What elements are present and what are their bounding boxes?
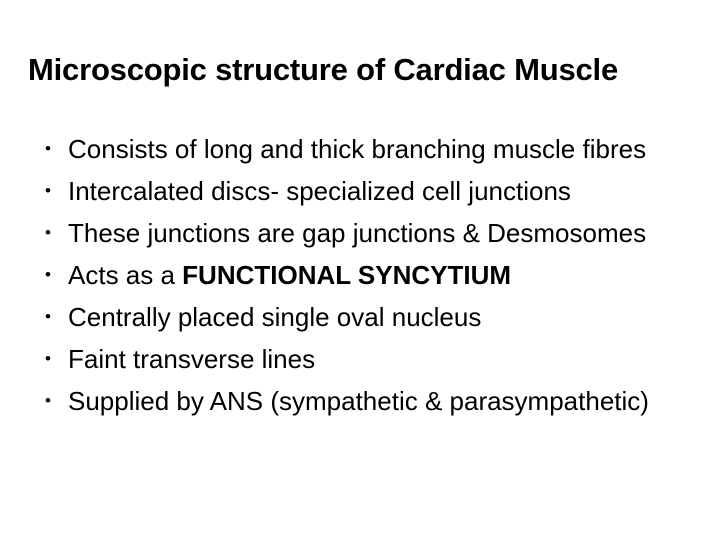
list-item-text: These junctions are gap junctions & Desm… [68,212,688,254]
list-item: • Centrally placed single oval nucleus [40,296,688,338]
list-item-text-regular: Consists of long and thick branching mus… [68,134,647,164]
list-item-text: Supplied by ANS (sympathetic & parasympa… [68,380,688,422]
list-item-text-regular: Intercalated discs- specialized cell jun… [68,176,571,206]
list-item: • Intercalated discs- specialized cell j… [40,170,688,212]
list-item-text: Acts as a FUNCTIONAL SYNCYTIUM [68,254,688,296]
bullet-point-icon: • [45,349,51,368]
list-item-text: Consists of long and thick branching mus… [68,128,688,170]
list-item-text-regular: Faint transverse lines [68,344,316,374]
bullet-point-icon: • [45,307,51,326]
bullet-list: • Consists of long and thick branching m… [40,128,688,422]
list-item: • Faint transverse lines [40,338,688,380]
list-item-text: Faint transverse lines [68,338,688,380]
list-item-text: Centrally placed single oval nucleus [68,296,688,338]
list-item-text: Intercalated discs- specialized cell jun… [68,170,688,212]
list-item-text-regular: Centrally placed single oval nucleus [68,302,482,332]
list-item: • Supplied by ANS (sympathetic & parasym… [40,380,688,422]
list-item: • These junctions are gap junctions & De… [40,212,688,254]
list-item-text-regular: These junctions are gap junctions & Desm… [68,218,647,248]
bullet-point-icon: • [45,181,51,200]
list-item: • Consists of long and thick branching m… [40,128,688,170]
bullet-point-icon: • [45,223,51,242]
list-item-text-regular: Supplied by ANS (sympathetic & parasympa… [68,386,649,416]
bullet-point-icon: • [45,139,51,158]
list-item-text-emphasis: FUNCTIONAL SYNCYTIUM [182,260,512,290]
list-item: • Acts as a FUNCTIONAL SYNCYTIUM [40,254,688,296]
bullet-point-icon: • [45,265,51,284]
page-title: Microscopic structure of Cardiac Muscle [28,52,618,87]
list-item-text-regular: Acts as a [68,260,183,290]
bullet-point-icon: • [45,391,51,410]
